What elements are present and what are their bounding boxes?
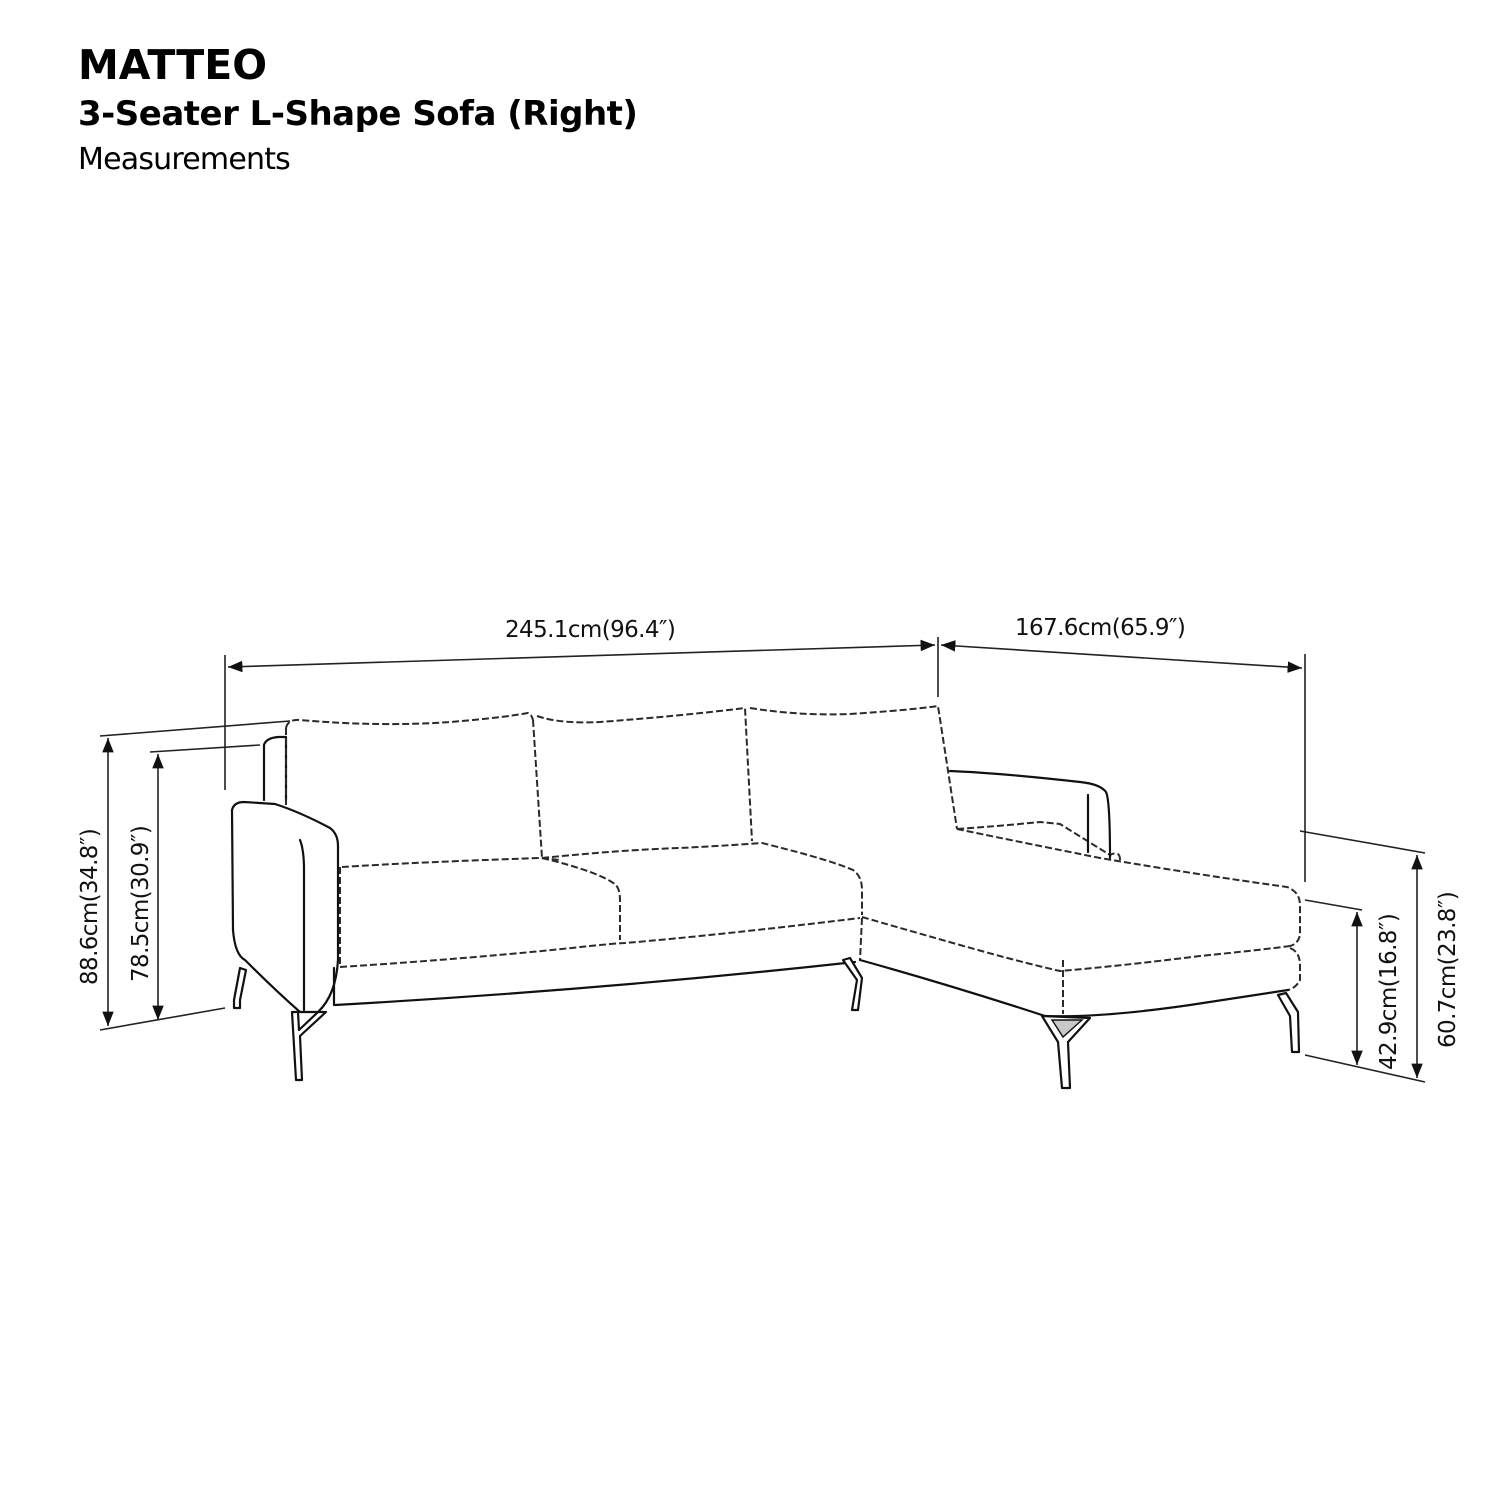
seat-height-top-ext bbox=[1304, 899, 1363, 911]
front-left-arm bbox=[230, 800, 340, 1014]
leg-rear-left bbox=[232, 966, 248, 1010]
overall-height-label: 88.6cm(34.8″) bbox=[77, 829, 103, 985]
chaise-base-right bbox=[1287, 947, 1301, 991]
seat-base-bottom bbox=[333, 960, 857, 1007]
height-bottom-ext bbox=[99, 1007, 226, 1031]
right-height-dimensions: 42.9cm(16.8″) 60.7cm(23.8″) bbox=[1299, 830, 1461, 1083]
back-height-top-ext bbox=[149, 744, 261, 753]
chaise-length-label: 167.6cm(65.9″) bbox=[1015, 615, 1185, 641]
arm-height-label: 60.7cm(23.8″) bbox=[1435, 892, 1461, 1048]
section-caption: Measurements bbox=[78, 142, 291, 177]
brand-title: MATTEO bbox=[78, 41, 268, 89]
seat-base-right bbox=[859, 917, 863, 961]
chaise-rear-arm bbox=[948, 769, 1112, 860]
overall-height-top-ext bbox=[99, 720, 291, 737]
back-cushion-1-right bbox=[532, 719, 543, 859]
chaise-seat-top bbox=[956, 828, 1301, 947]
leg-chaise-front bbox=[1040, 1014, 1092, 1090]
main-width-line bbox=[227, 639, 936, 673]
arm-height-top-ext bbox=[1299, 830, 1426, 854]
leg-chaise-front-bracket bbox=[1050, 1019, 1084, 1039]
seat-height-label: 42.9cm(16.8″) bbox=[1376, 914, 1402, 1070]
leg-chaise-right bbox=[1276, 991, 1301, 1054]
chaise-seat-front bbox=[861, 916, 1291, 973]
arm-inner-edge bbox=[298, 838, 306, 1012]
chaise-length-line bbox=[940, 640, 1303, 673]
main-width-label: 245.1cm(96.4″) bbox=[505, 617, 675, 643]
back-height-label: 78.5cm(30.9″) bbox=[128, 826, 154, 982]
product-title: 3-Seater L-Shape Sofa (Right) bbox=[78, 94, 638, 134]
back-cushion-3 bbox=[749, 704, 958, 830]
chaise-back-top bbox=[956, 820, 1121, 861]
width-dimension: 245.1cm(96.4″) 167.6cm(65.9″) bbox=[224, 615, 1306, 882]
seat-cushion-2 bbox=[541, 841, 863, 915]
back-cushion-1-top bbox=[285, 711, 534, 729]
rear-arm bbox=[262, 735, 288, 802]
left-height-dimensions: 88.6cm(34.8″) 78.5cm(30.9″) bbox=[77, 720, 291, 1031]
sofa-illustration bbox=[230, 704, 1301, 1090]
seat-front-bottom bbox=[339, 917, 861, 968]
chaise-base-bottom bbox=[858, 958, 1290, 1018]
right-height-bottom-ext bbox=[1304, 1054, 1426, 1083]
leg-middle bbox=[841, 956, 864, 1012]
header: MATTEO 3-Seater L-Shape Sofa (Right) Mea… bbox=[78, 40, 638, 180]
seat-cushion-1-right bbox=[541, 857, 621, 940]
seat-cushion-1-back bbox=[341, 856, 561, 868]
leg-front-left bbox=[290, 1010, 328, 1082]
back-cushion-2 bbox=[536, 706, 753, 842]
